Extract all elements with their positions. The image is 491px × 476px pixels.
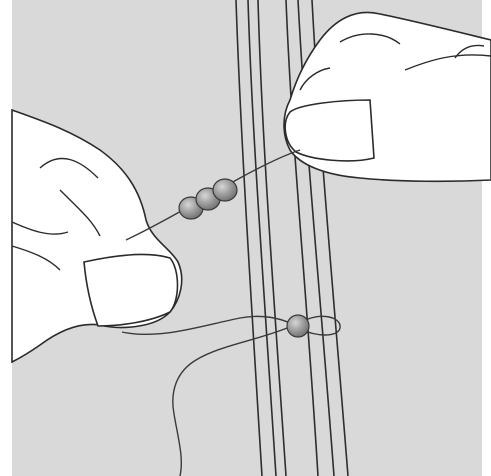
left-thumb-nail: [84, 255, 178, 326]
right-thumb-nail: [285, 100, 374, 161]
bead: [287, 315, 309, 337]
bead: [213, 179, 237, 201]
